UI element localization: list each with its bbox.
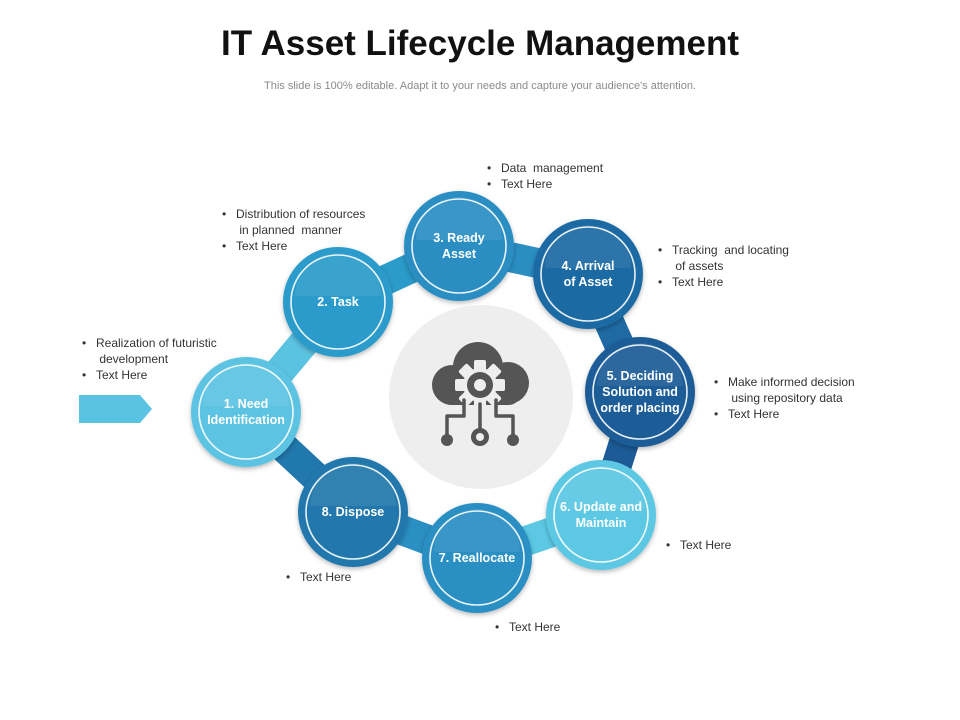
- stage-4-note-item: Text Here: [658, 274, 789, 290]
- stage-2-notes: Distribution of resources in planned man…: [222, 206, 365, 254]
- stage-1-label: 1. Need Identification: [207, 397, 285, 427]
- stage-5-notes: Make informed decision using repository …: [714, 374, 855, 422]
- stage-4-label: 4. Arrival of Asset: [561, 259, 615, 289]
- stage-7-label: 7. Reallocate: [438, 551, 516, 565]
- stage-2-note-item: Text Here: [222, 238, 365, 254]
- slide-title: IT Asset Lifecycle Management: [220, 24, 740, 63]
- stage-4-notes: Tracking and locating of assetsText Here: [658, 242, 789, 290]
- stage-8-note-item: Text Here: [286, 569, 351, 585]
- stage-1-note-item: Realization of futuristic development: [82, 335, 217, 367]
- stage-7-notes: Text Here: [495, 619, 560, 635]
- cloud-gear-icon: [432, 342, 529, 446]
- stage-3-note-item: Text Here: [487, 176, 603, 192]
- stage-5-note-item: Make informed decision using repository …: [714, 374, 855, 406]
- stage-1-note-item: Text Here: [82, 367, 217, 383]
- stage-6-label: 6. Update and Maintain: [560, 500, 642, 530]
- stage-5-label: 5. Deciding Solution and order placing: [600, 369, 680, 415]
- stage-2-node: [283, 247, 393, 357]
- stage-8-label: 8. Dispose: [321, 505, 385, 519]
- stage-6-notes: Text Here: [666, 537, 731, 553]
- stage-8-node: [298, 457, 408, 567]
- stage-5-node: [585, 337, 695, 447]
- slide-subtitle: This slide is 100% editable. Adapt it to…: [264, 80, 696, 92]
- stage-3-notes: Data managementText Here: [487, 160, 603, 192]
- stage-1-notes: Realization of futuristic developmentTex…: [82, 335, 217, 383]
- stage-1-node: [191, 357, 301, 467]
- stage-6-note-item: Text Here: [666, 537, 731, 553]
- stage-7-note-item: Text Here: [495, 619, 560, 635]
- stage-3-label: 3. Ready Asset: [433, 231, 485, 261]
- stage-8-notes: Text Here: [286, 569, 351, 585]
- stage-6-node: [546, 460, 656, 570]
- stage-2-note-item: Distribution of resources in planned man…: [222, 206, 365, 238]
- stage-4-note-item: Tracking and locating of assets: [658, 242, 789, 274]
- stage-2-label: 2. Task: [317, 295, 359, 309]
- stage-5-note-item: Text Here: [714, 406, 855, 422]
- entry-arrow: [79, 395, 152, 423]
- stage-4-node: [533, 219, 643, 329]
- stage-3-node: [404, 191, 514, 301]
- stage-7-node: [422, 503, 532, 613]
- stage-3-note-item: Data management: [487, 160, 603, 176]
